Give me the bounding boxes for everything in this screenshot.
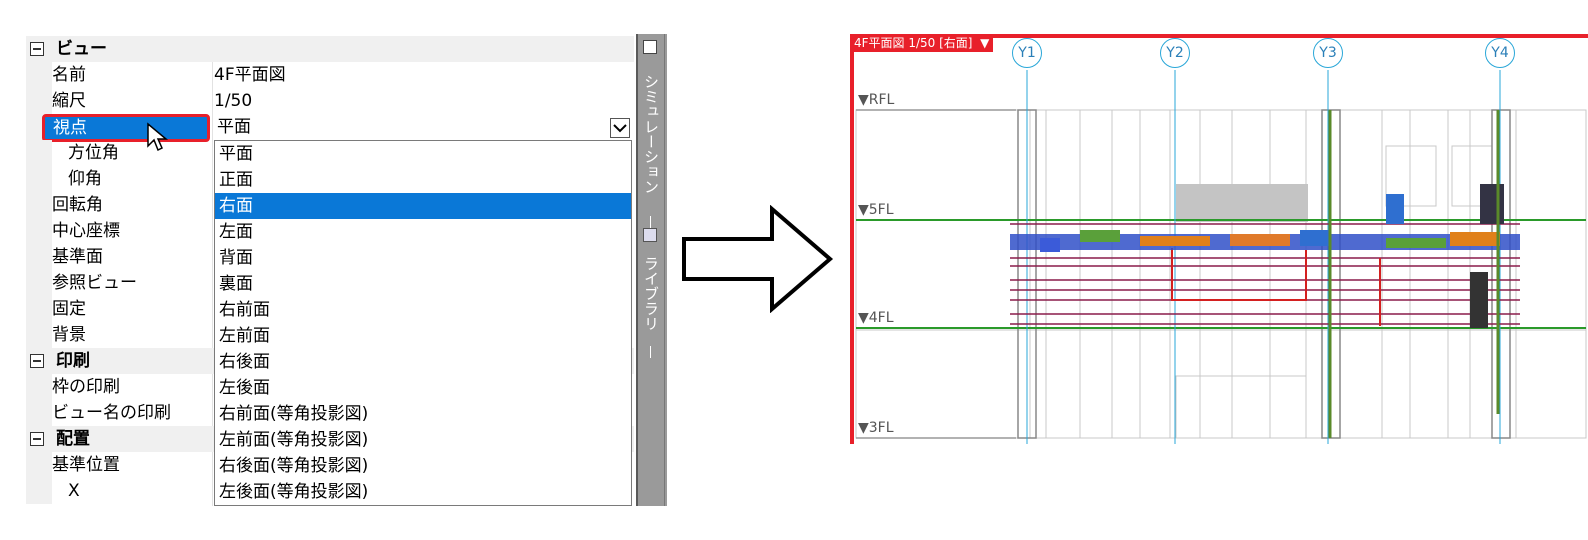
elevation-view[interactable]: 4F平面図 1/50 [右面] ▼ Y1 Y2 Y3 Y4 ▼RFL ▼5FL … — [850, 34, 1588, 446]
property-row-x[interactable]: X — [26, 478, 634, 504]
dropdown-option[interactable]: 左後面(等角投影図) — [219, 482, 369, 502]
property-row-elevation[interactable]: 仰角 — [26, 166, 634, 192]
row-gutter — [26, 166, 52, 192]
select-current-value: 平面 — [217, 117, 251, 137]
row-gutter — [26, 374, 52, 400]
column-divider — [212, 36, 213, 506]
row-gutter — [26, 36, 52, 62]
tab-library[interactable]: ライブラリ — [642, 256, 660, 331]
row-gutter — [26, 322, 52, 348]
property-value[interactable]: 4F平面図 — [214, 65, 286, 85]
viewpoint-key-highlight[interactable]: 視点 — [42, 114, 210, 142]
property-key: 縮尺 — [52, 91, 86, 111]
property-key: 中心座標 — [52, 221, 120, 241]
property-key: ビュー名の印刷 — [52, 403, 171, 423]
dropdown-option[interactable]: 右前面(等角投影図) — [219, 404, 369, 424]
grid-bubble-y3: Y3 — [1313, 38, 1343, 68]
collapse-icon[interactable] — [30, 432, 44, 446]
property-key: 基準面 — [52, 247, 103, 267]
category-label: 印刷 — [56, 351, 90, 371]
row-gutter — [26, 400, 52, 426]
collapse-icon[interactable] — [30, 42, 44, 56]
collapse-icon[interactable] — [30, 354, 44, 368]
row-gutter — [26, 270, 52, 296]
property-row-ref-view[interactable]: 参照ビュー — [26, 270, 634, 296]
grid-bubble-y1: Y1 — [1012, 38, 1042, 68]
dropdown-option-selected[interactable]: 右面 — [215, 193, 631, 219]
category-view[interactable]: ビュー — [26, 36, 634, 62]
property-key: 視点 — [53, 118, 87, 138]
property-row-background[interactable]: 背景 — [26, 322, 634, 348]
dropdown-option[interactable]: 正面 — [219, 170, 253, 190]
view-tag-dropdown-icon[interactable]: ▼ — [976, 36, 990, 50]
view-title-tag[interactable]: 4F平面図 1/50 [右面] ▼ — [850, 34, 994, 52]
property-row-fixed[interactable]: 固定 — [26, 296, 634, 322]
dropdown-option[interactable]: 左後面 — [219, 378, 270, 398]
property-row-frame-print[interactable]: 枠の印刷 — [26, 374, 634, 400]
property-key: 名前 — [52, 65, 86, 85]
row-gutter — [26, 140, 52, 166]
level-label-rfl: ▼RFL — [858, 92, 895, 108]
property-key: 方位角 — [68, 143, 119, 163]
property-key: 枠の印刷 — [52, 377, 120, 397]
property-key: X — [68, 481, 80, 501]
chevron-down-icon[interactable] — [610, 118, 630, 138]
row-gutter — [26, 218, 52, 244]
level-label-4fl: ▼4FL — [858, 310, 894, 326]
property-value[interactable]: 1/50 — [214, 91, 253, 111]
property-key: 仰角 — [68, 169, 102, 189]
row-gutter — [26, 88, 52, 114]
view-title-text: 4F平面図 1/50 [右面] — [854, 36, 973, 50]
dropdown-option[interactable]: 右後面(等角投影図) — [219, 456, 369, 476]
dock-edge — [665, 34, 667, 506]
side-dock-strip: シミュレーション ライブラリ — [636, 34, 665, 506]
property-row-base-pos[interactable]: 基準位置 — [26, 452, 634, 478]
mouse-cursor-icon — [147, 122, 169, 152]
dock-separator — [650, 216, 651, 228]
dropdown-option[interactable]: 左前面(等角投影図) — [219, 430, 369, 450]
dock-separator — [650, 346, 651, 358]
tab-simulation[interactable]: シミュレーション — [642, 74, 660, 194]
row-gutter — [26, 62, 52, 88]
right-arrow-icon — [682, 205, 834, 313]
grid-bubble-y4: Y4 — [1485, 38, 1515, 68]
property-row-viewname-print[interactable]: ビュー名の印刷 — [26, 400, 634, 426]
property-key: 基準位置 — [52, 455, 120, 475]
property-row-name[interactable]: 名前 4F平面図 — [26, 62, 634, 88]
row-gutter — [26, 348, 52, 374]
property-key: 背景 — [52, 325, 86, 345]
property-row-scale[interactable]: 縮尺 1/50 — [26, 88, 634, 114]
dropdown-option[interactable]: 背面 — [219, 248, 253, 268]
property-row-center[interactable]: 中心座標 — [26, 218, 634, 244]
dropdown-option[interactable]: 右後面 — [219, 352, 270, 372]
grid-bubble-y2: Y2 — [1160, 38, 1190, 68]
property-row-rotation[interactable]: 回転角 — [26, 192, 634, 218]
dropdown-option[interactable]: 裏面 — [219, 274, 253, 294]
property-key: 参照ビュー — [52, 273, 137, 293]
row-gutter — [26, 452, 52, 478]
property-row-base[interactable]: 基準面 — [26, 244, 634, 270]
row-gutter — [26, 244, 52, 270]
viewpoint-dropdown-list: 平面 正面 右面 左面 背面 裏面 右前面 左前面 右後面 左後面 右前面(等角… — [214, 140, 632, 506]
property-row-azimuth[interactable]: 方位角 — [26, 140, 634, 166]
row-gutter — [26, 296, 52, 322]
category-label: ビュー — [56, 39, 107, 59]
dropdown-option[interactable]: 右前面 — [219, 300, 270, 320]
dropdown-option[interactable]: 左面 — [219, 222, 253, 242]
row-gutter — [26, 426, 52, 452]
elevation-drawing — [850, 34, 1588, 444]
library-icon[interactable] — [643, 228, 657, 242]
level-label-3fl: ▼3FL — [858, 420, 894, 436]
viewpoint-select[interactable]: 平面 — [214, 114, 632, 140]
pin-icon[interactable] — [643, 40, 657, 54]
level-label-5fl: ▼5FL — [858, 202, 894, 218]
property-panel: ビュー 名前 4F平面図 縮尺 1/50 視点 平面 方位角 仰角 回転角 中心… — [26, 36, 636, 506]
row-gutter — [26, 478, 52, 504]
row-gutter — [26, 192, 52, 218]
property-key: 固定 — [52, 299, 86, 319]
property-key: 回転角 — [52, 195, 103, 215]
dropdown-option[interactable]: 平面 — [219, 144, 253, 164]
dropdown-option[interactable]: 左前面 — [219, 326, 270, 346]
category-label: 配置 — [56, 429, 90, 449]
